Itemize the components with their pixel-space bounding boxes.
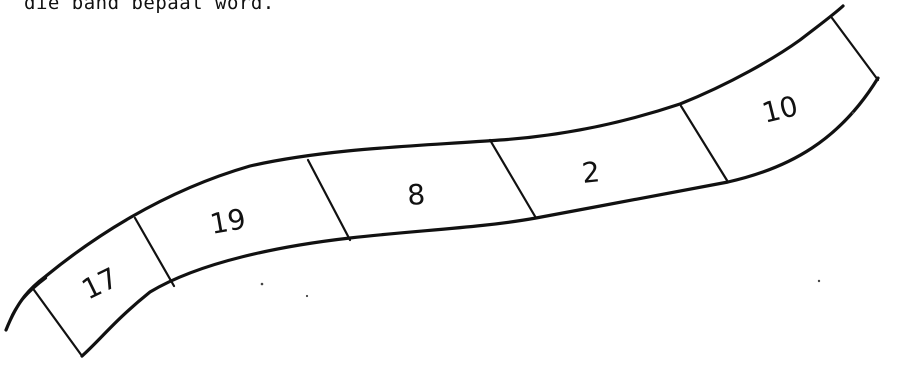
speck <box>261 283 264 286</box>
ribbon-top-edge <box>6 6 843 330</box>
speck <box>306 295 308 297</box>
cell-value-10: 10 <box>759 89 802 130</box>
cell-divider <box>308 160 350 240</box>
cell-divider <box>681 106 728 182</box>
cell-value-19: 19 <box>207 202 248 241</box>
cell-value-8: 8 <box>406 178 426 212</box>
cell-value-17: 17 <box>77 261 123 306</box>
cell-divider <box>135 218 174 286</box>
speck <box>852 112 854 114</box>
cell-divider <box>490 140 536 218</box>
cell-value-2: 2 <box>580 155 601 190</box>
ribbon-right-cut <box>832 18 878 80</box>
ribbon-bottom-edge <box>82 78 878 356</box>
speck <box>818 280 820 282</box>
ribbon-left-cut <box>34 290 82 356</box>
